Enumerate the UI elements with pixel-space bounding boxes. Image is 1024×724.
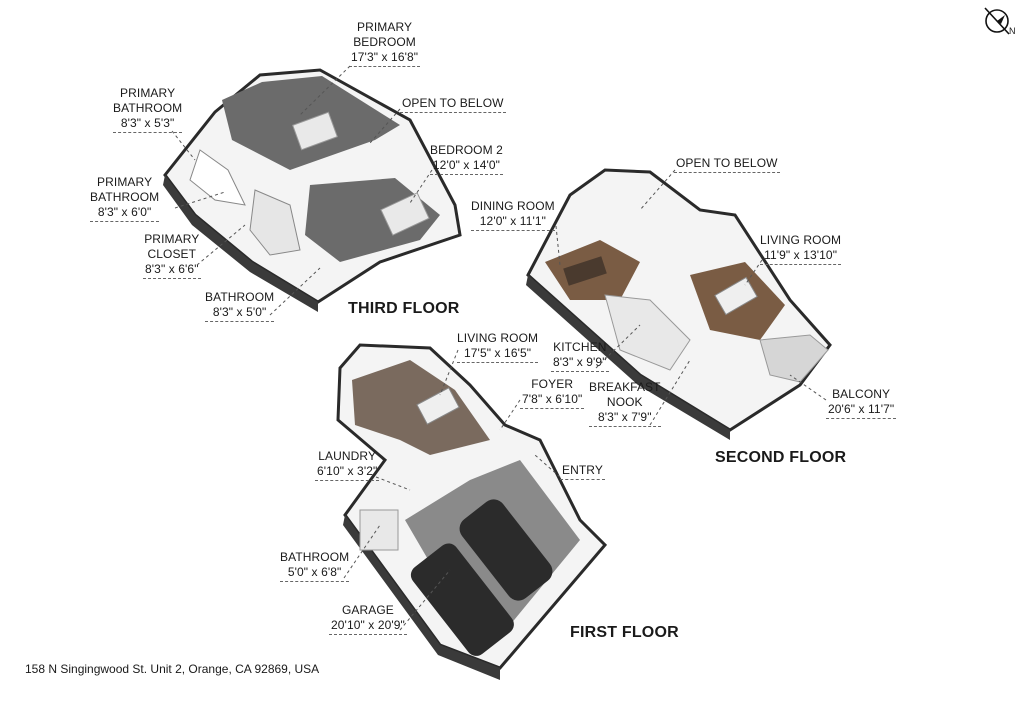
balcony-floor xyxy=(759,334,829,383)
label-foyer: FOYER 7'8" x 6'10" xyxy=(520,377,585,409)
label-breakfast-nook: BREAKFAST NOOK 8'3" x 7'9" xyxy=(589,380,661,427)
label-laundry: LAUNDRY 6'10" x 3'2" xyxy=(315,449,380,481)
property-address: 158 N Singingwood St. Unit 2, Orange, CA… xyxy=(25,662,320,676)
label-dining-room: DINING ROOM 12'0" x 11'1" xyxy=(471,199,555,231)
compass-icon xyxy=(984,7,1010,35)
label-bathroom-1: BATHROOM 5'0" x 6'8" xyxy=(280,550,350,582)
label-entry: ENTRY xyxy=(560,463,605,480)
floor-title-third: THIRD FLOOR xyxy=(348,300,460,317)
label-kitchen: KITCHEN 8'3" x 9'9" xyxy=(551,340,609,372)
label-bathroom-3: BATHROOM 8'3" x 5'0" xyxy=(205,290,275,322)
label-primary-closet: PRIMARY CLOSET 8'3" x 6'6" xyxy=(143,232,201,279)
label-primary-bedroom: PRIMARY BEDROOM 17'3" x 16'8" xyxy=(349,20,421,67)
label-open-to-below-3: OPEN TO BELOW xyxy=(400,96,506,113)
floor-title-first: FIRST FLOOR xyxy=(570,624,679,641)
car-suv xyxy=(459,499,553,601)
label-living-room-2: LIVING ROOM 11'9" x 13'10" xyxy=(760,233,842,265)
label-living-room-1: LIVING ROOM 17'5" x 16'5" xyxy=(457,331,539,363)
label-garage: GARAGE 20'10" x 20'9" xyxy=(329,603,407,635)
floor-title-second: SECOND FLOOR xyxy=(715,449,847,466)
compass: N xyxy=(983,6,1017,40)
label-primary-bathroom-2: PRIMARY BATHROOM 8'3" x 6'0" xyxy=(90,175,160,222)
bathroom-1-floor xyxy=(359,509,399,551)
label-balcony: BALCONY 20'6" x 11'7" xyxy=(826,387,897,419)
label-open-to-below-2: OPEN TO BELOW xyxy=(674,156,780,173)
compass-north-label: N xyxy=(1009,26,1016,36)
label-bedroom-2: BEDROOM 2 12'0" x 14'0" xyxy=(430,143,503,175)
label-primary-bathroom-1: PRIMARY BATHROOM 8'3" x 5'3" xyxy=(113,86,183,133)
